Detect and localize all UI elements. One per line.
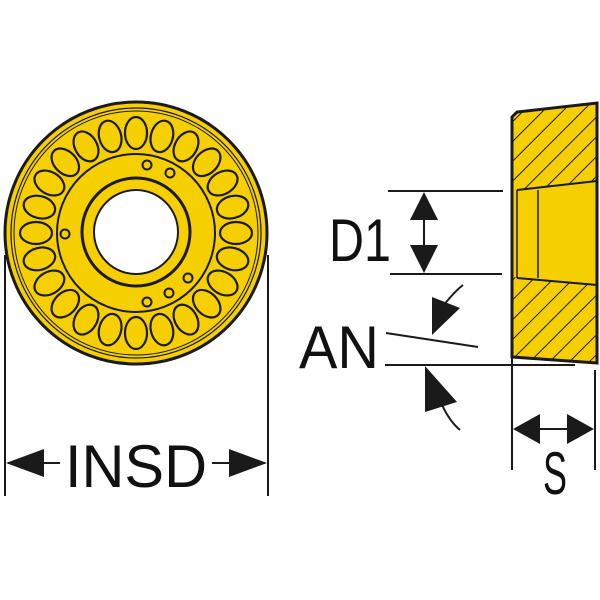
chip-breaker-bump	[206, 169, 239, 197]
insd-dimension	[4, 255, 269, 496]
chip-breaker-bump	[97, 312, 123, 347]
chip-breaker-bump	[215, 246, 250, 272]
hole-edge-top	[516, 180, 598, 191]
chip-breaker-bump	[72, 130, 100, 163]
an-label: AN	[299, 314, 379, 381]
chip-breaker-bump	[191, 288, 222, 319]
center-hole	[93, 189, 179, 275]
insd-label: INSD	[65, 433, 207, 500]
chip-breaker-bump	[72, 303, 100, 336]
insert-edge-band	[10, 107, 262, 359]
marking-dot	[141, 159, 153, 171]
an-dimension	[385, 284, 575, 431]
marking-dot	[164, 167, 176, 179]
arrow-up-icon	[410, 192, 438, 220]
marking-dot	[182, 272, 194, 284]
marking-dot	[141, 296, 153, 308]
hole-edge-bottom	[516, 277, 598, 286]
marking-dot	[59, 228, 71, 240]
chip-breaker-bump	[172, 130, 200, 163]
arrow-left-icon	[513, 414, 540, 444]
s-dimension	[511, 357, 596, 470]
arrow-left-icon	[6, 449, 44, 477]
arrow-down-icon	[432, 297, 460, 335]
chip-breaker-bump	[123, 315, 149, 351]
chip-breaker-bump	[206, 269, 239, 297]
arrow-up-icon	[425, 366, 457, 412]
hatched-section-top	[512, 103, 597, 190]
chip-breaker-bump	[33, 269, 66, 297]
chip-breaker-bump	[149, 119, 175, 154]
chip-breaker-bump	[215, 194, 250, 220]
chip-breaker-bump	[123, 115, 149, 151]
insert-side-view	[510, 101, 599, 365]
chip-breaker-bump	[97, 119, 123, 154]
chip-breaker-bump	[191, 147, 222, 178]
d1-dimension	[388, 190, 503, 275]
insert-edge-band-inner	[13, 110, 259, 356]
chip-breaker-bump	[50, 147, 81, 178]
s-label: S	[543, 440, 567, 507]
insert-top-view	[3, 100, 269, 366]
chip-breaker-bump	[50, 288, 81, 319]
arrow-right-icon	[567, 414, 594, 444]
chip-breaker-bump	[22, 194, 57, 220]
chip-breaker-bump	[149, 312, 175, 347]
chip-breaker-bump	[172, 303, 200, 336]
side-outline	[510, 101, 599, 365]
arrow-right-icon	[229, 449, 267, 477]
d1-label: D1	[329, 207, 391, 274]
chip-breaker-bump	[218, 220, 254, 246]
chip-breaker-ring	[18, 115, 254, 351]
chip-breaker-bump	[22, 246, 57, 272]
chip-breaker-bump	[18, 220, 54, 246]
marking-dot	[163, 287, 175, 299]
hatched-section-bottom	[512, 276, 597, 363]
angle-line	[385, 332, 479, 348]
chip-breaker-bump	[33, 169, 66, 197]
arrow-down-icon	[410, 245, 438, 273]
marking-dots	[59, 159, 194, 308]
